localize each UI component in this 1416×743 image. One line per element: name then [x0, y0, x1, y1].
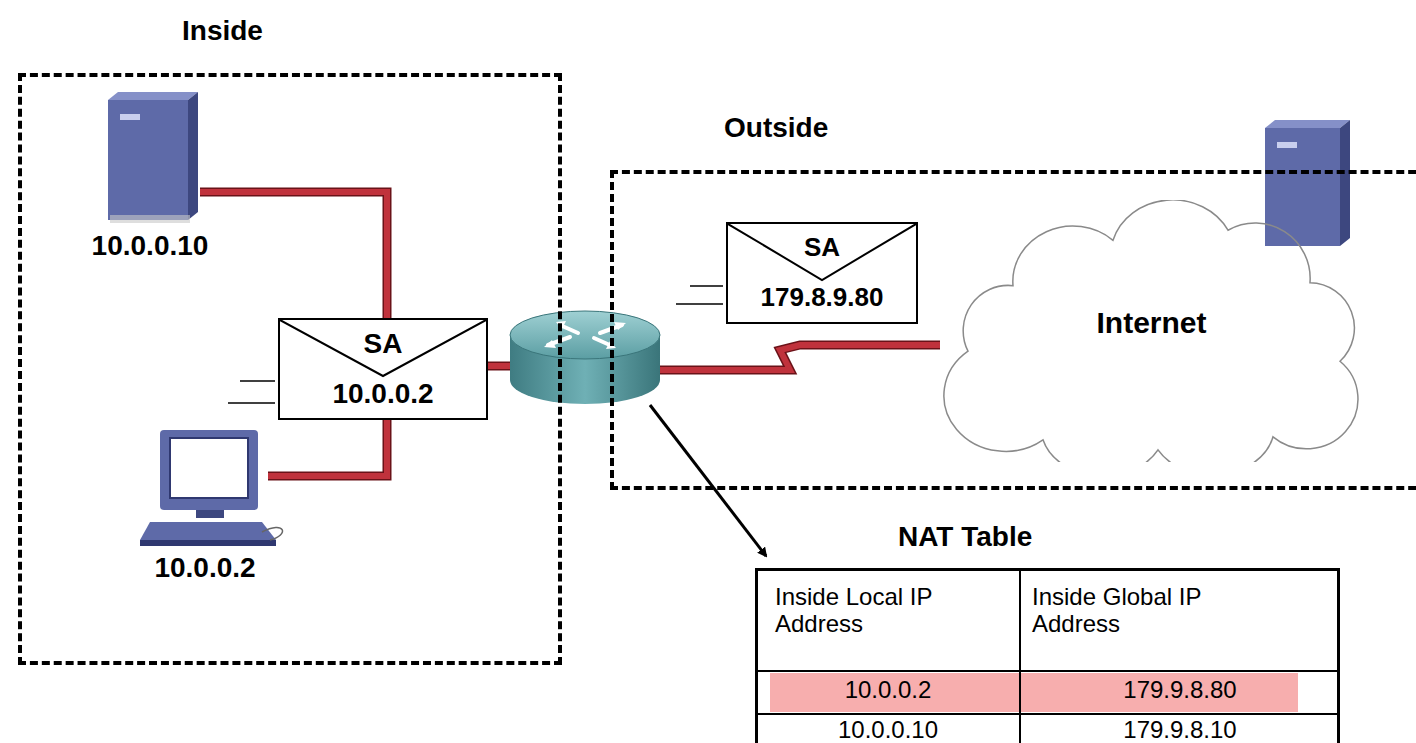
ip-address: 10.0.0.2 — [280, 378, 486, 410]
packet-envelope: SA 10.0.0.2 — [278, 318, 488, 420]
internet-cloud: Internet — [938, 200, 1365, 462]
table-cell: 179.9.8.80 — [1040, 677, 1320, 704]
packet-envelope: SA 179.8.9.80 — [726, 222, 918, 324]
device-address: 10.0.0.10 — [50, 230, 250, 261]
table-cell: 10.0.0.10 — [757, 717, 1019, 743]
region-heading: NAT Table — [898, 521, 1032, 553]
address-type: SA — [280, 328, 486, 360]
table-header: Inside Local IP Address — [775, 584, 1013, 638]
inside-region: InsideSA10.0.0.2 — [18, 73, 562, 665]
table-cell: 179.9.8.10 — [1040, 717, 1320, 743]
router-symbol — [510, 311, 660, 404]
cloud-label: Internet — [938, 306, 1365, 340]
table-header: Inside Global IP Address — [1032, 584, 1292, 638]
pointer-arrow — [650, 405, 766, 556]
pc-icon — [140, 430, 282, 546]
server-icon — [108, 92, 198, 223]
address-type: SA — [728, 232, 916, 263]
outside-region: OutsideSA179.8.9.80Internet — [610, 170, 1416, 490]
table-cell: 10.0.0.2 — [757, 677, 1019, 704]
wires — [200, 192, 940, 476]
table-grid — [755, 568, 1340, 743]
region-heading: Inside — [182, 15, 263, 47]
ip-address: 179.8.9.80 — [728, 282, 916, 313]
device-address: 10.0.0.2 — [105, 552, 305, 583]
region-heading: Outside — [724, 112, 828, 144]
